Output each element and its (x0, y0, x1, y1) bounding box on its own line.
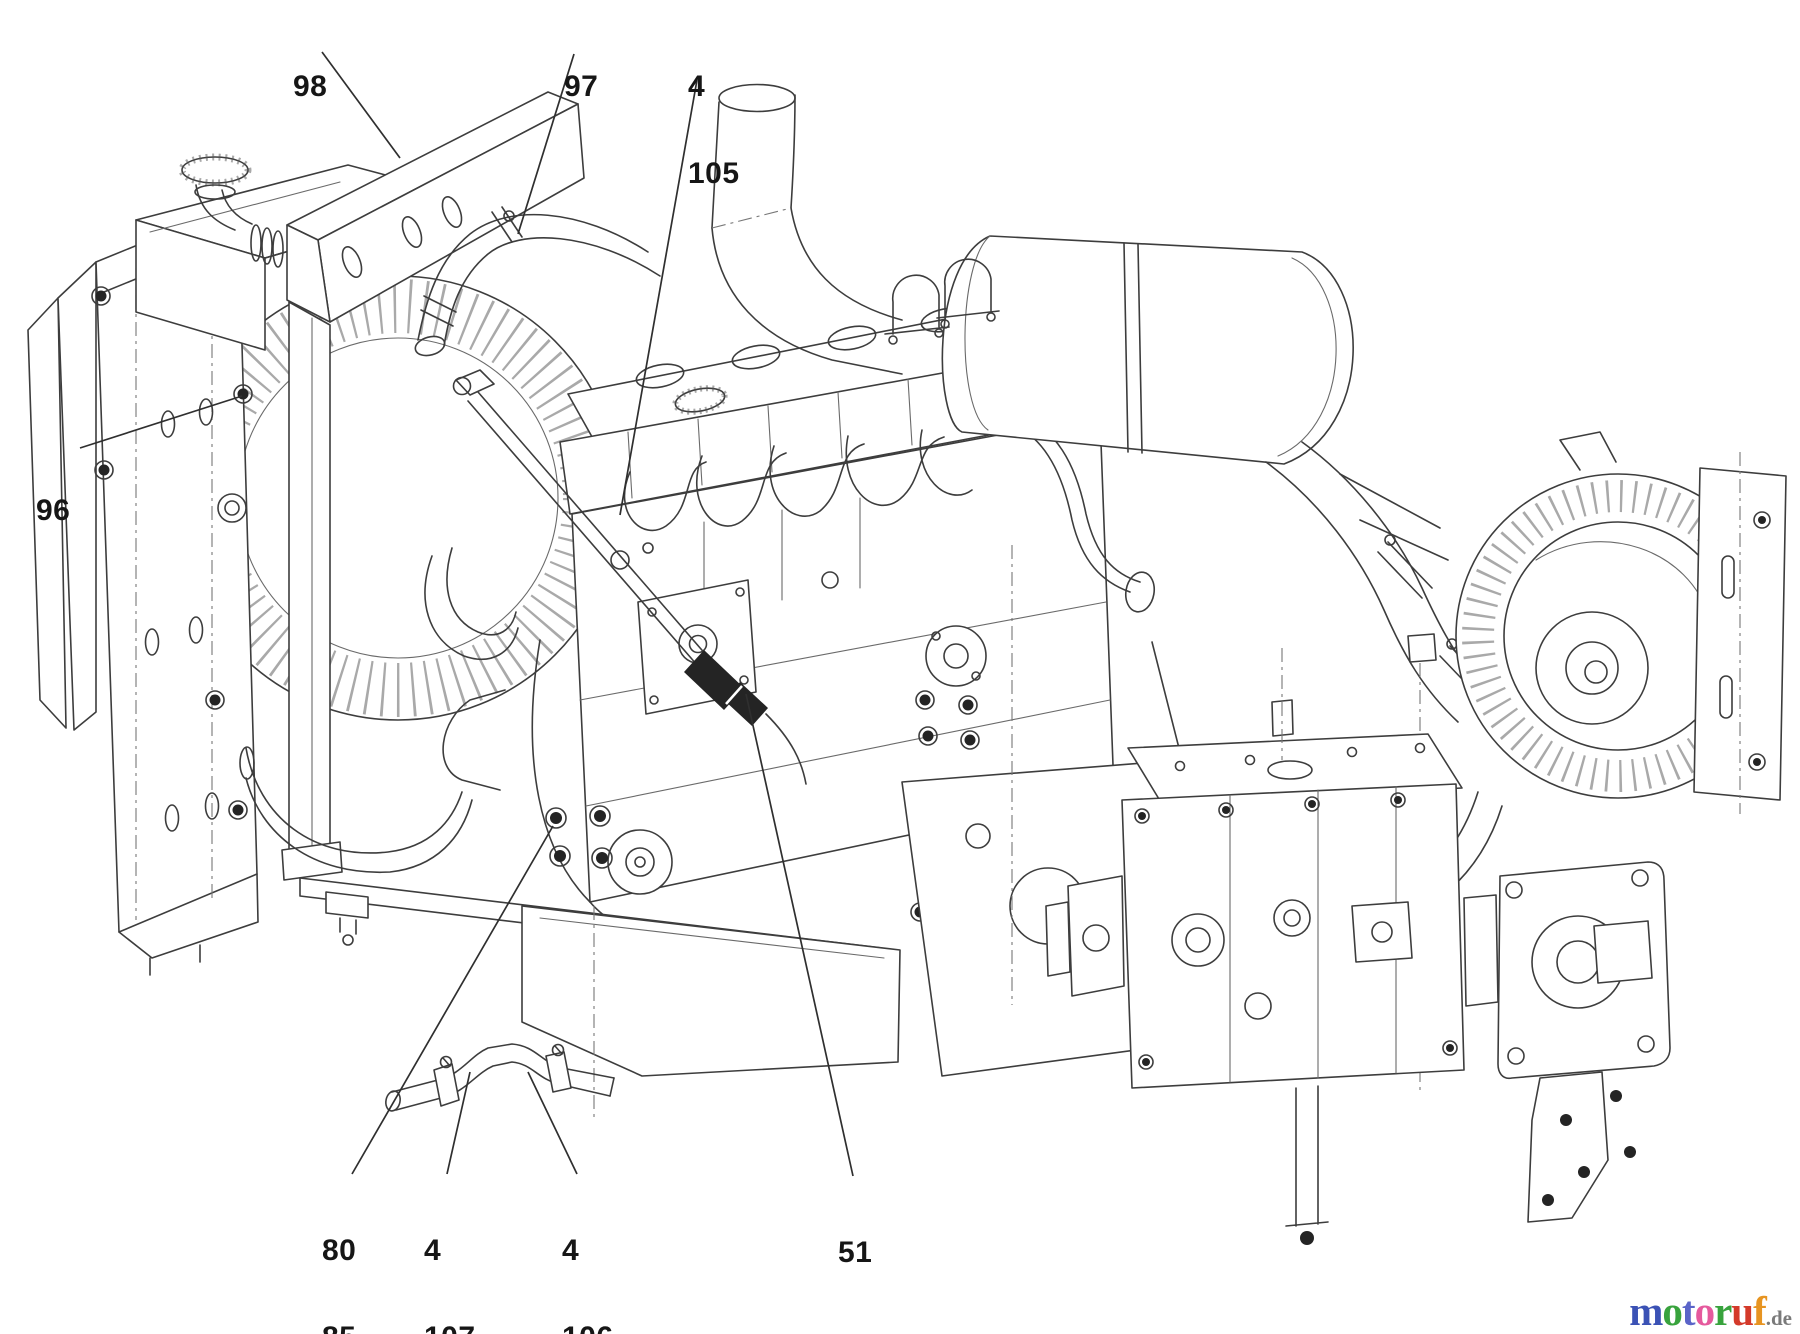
lower-radiator-hose (240, 548, 518, 872)
radiator-support-bracket (282, 92, 584, 880)
callout-number: 80 (322, 1234, 357, 1267)
leader-line-106 (528, 1072, 577, 1174)
callout-98: 98 (293, 14, 328, 159)
formed-coolant-hose (384, 1044, 614, 1112)
callout-97: 97 (564, 14, 599, 159)
callout-number: 97 (564, 70, 599, 103)
exhaust-elbow (712, 85, 902, 375)
leader-line-98 (322, 52, 400, 158)
leader-line-96 (80, 396, 242, 448)
muffler-inlet-clamps (885, 259, 999, 344)
callout-number: 96 (36, 494, 71, 527)
leader-line-51 (746, 694, 853, 1176)
upper-radiator-hose (413, 207, 660, 359)
leader-line-107 (447, 1072, 470, 1174)
callout-4-107: 4 107 (424, 1178, 476, 1334)
callout-4-105: 4 105 (688, 14, 740, 246)
callout-96: 96 (36, 438, 71, 583)
pump-bracket (1528, 1072, 1636, 1222)
gear-pump (1498, 862, 1670, 1078)
callout-leader-lines (80, 52, 853, 1176)
hydraulic-pump-assembly (1046, 634, 1670, 1245)
watermark-suffix: .de (1765, 1306, 1792, 1330)
callout-number: 4 (562, 1234, 580, 1267)
callout-number: 105 (688, 157, 740, 190)
oil-filler-cap (673, 384, 726, 415)
callout-number: 85 (322, 1323, 357, 1334)
callout-number: 98 (293, 70, 328, 103)
leader-line-97 (518, 54, 574, 234)
hose-clamp (1378, 535, 1432, 598)
callout-51: 51 (838, 1180, 873, 1325)
callout-number: 106 (562, 1323, 614, 1334)
fuel-injection-lines (625, 430, 972, 612)
callout-4-106: 4 106 (562, 1178, 614, 1334)
leader-line-80-85 (352, 826, 553, 1174)
air-cleaner-housing (1340, 432, 1786, 896)
hose-clamp (546, 1045, 571, 1093)
air-cleaner-bracket (1694, 452, 1786, 814)
dipstick-tube (454, 370, 807, 784)
radiator-mount-bolts (92, 287, 252, 819)
muffler (885, 236, 1353, 464)
callout-number: 4 (688, 70, 706, 103)
callout-number: 4 (424, 1234, 442, 1267)
watermark-logo: motoruf.de (1629, 1291, 1792, 1332)
radiator-filler-cap (182, 157, 252, 230)
hose-clamp (434, 1057, 459, 1107)
engine-base-frame (300, 545, 1196, 1120)
radiator (28, 204, 258, 975)
leader-line-105 (620, 80, 697, 515)
watermark-brand: motoruf (1629, 1288, 1766, 1334)
callout-number: 51 (838, 1236, 873, 1269)
callout-number: 107 (424, 1323, 476, 1334)
callout-80-85: 80 85 (322, 1178, 357, 1334)
